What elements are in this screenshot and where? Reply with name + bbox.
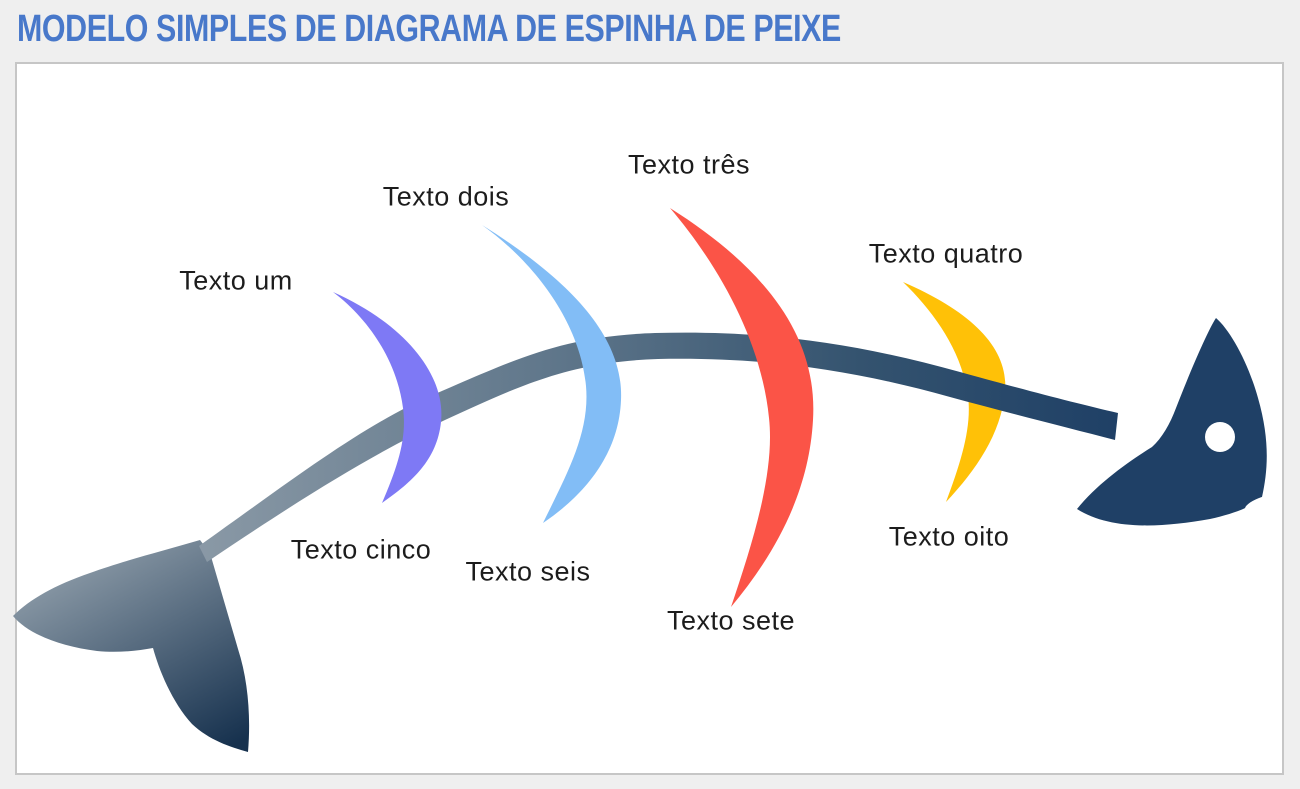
bone-label-texto-tres: Texto três (627, 149, 751, 180)
bone-label-texto-quatro: Texto quatro (868, 238, 1024, 269)
bone-2-blue (482, 225, 622, 523)
fish-spine (199, 332, 1118, 562)
fish-tail (13, 540, 250, 752)
fish-mouth-icon (1245, 495, 1275, 511)
fish-eye-icon (1205, 422, 1235, 452)
bone-1-purple (333, 292, 442, 503)
bone-label-texto-oito: Texto oito (888, 521, 1010, 552)
bone-label-texto-seis: Texto seis (465, 556, 591, 587)
bone-label-texto-cinco: Texto cinco (290, 534, 432, 565)
bone-4-yellow (903, 282, 1006, 502)
bone-label-texto-um: Texto um (179, 265, 293, 296)
bone-3-red (670, 208, 814, 607)
bone-label-texto-dois: Texto dois (382, 181, 510, 212)
page-title: MODELO SIMPLES DE DIAGRAMA DE ESPINHA DE… (17, 8, 841, 50)
fish-head (1077, 318, 1267, 526)
bone-label-texto-sete: Texto sete (666, 605, 796, 636)
